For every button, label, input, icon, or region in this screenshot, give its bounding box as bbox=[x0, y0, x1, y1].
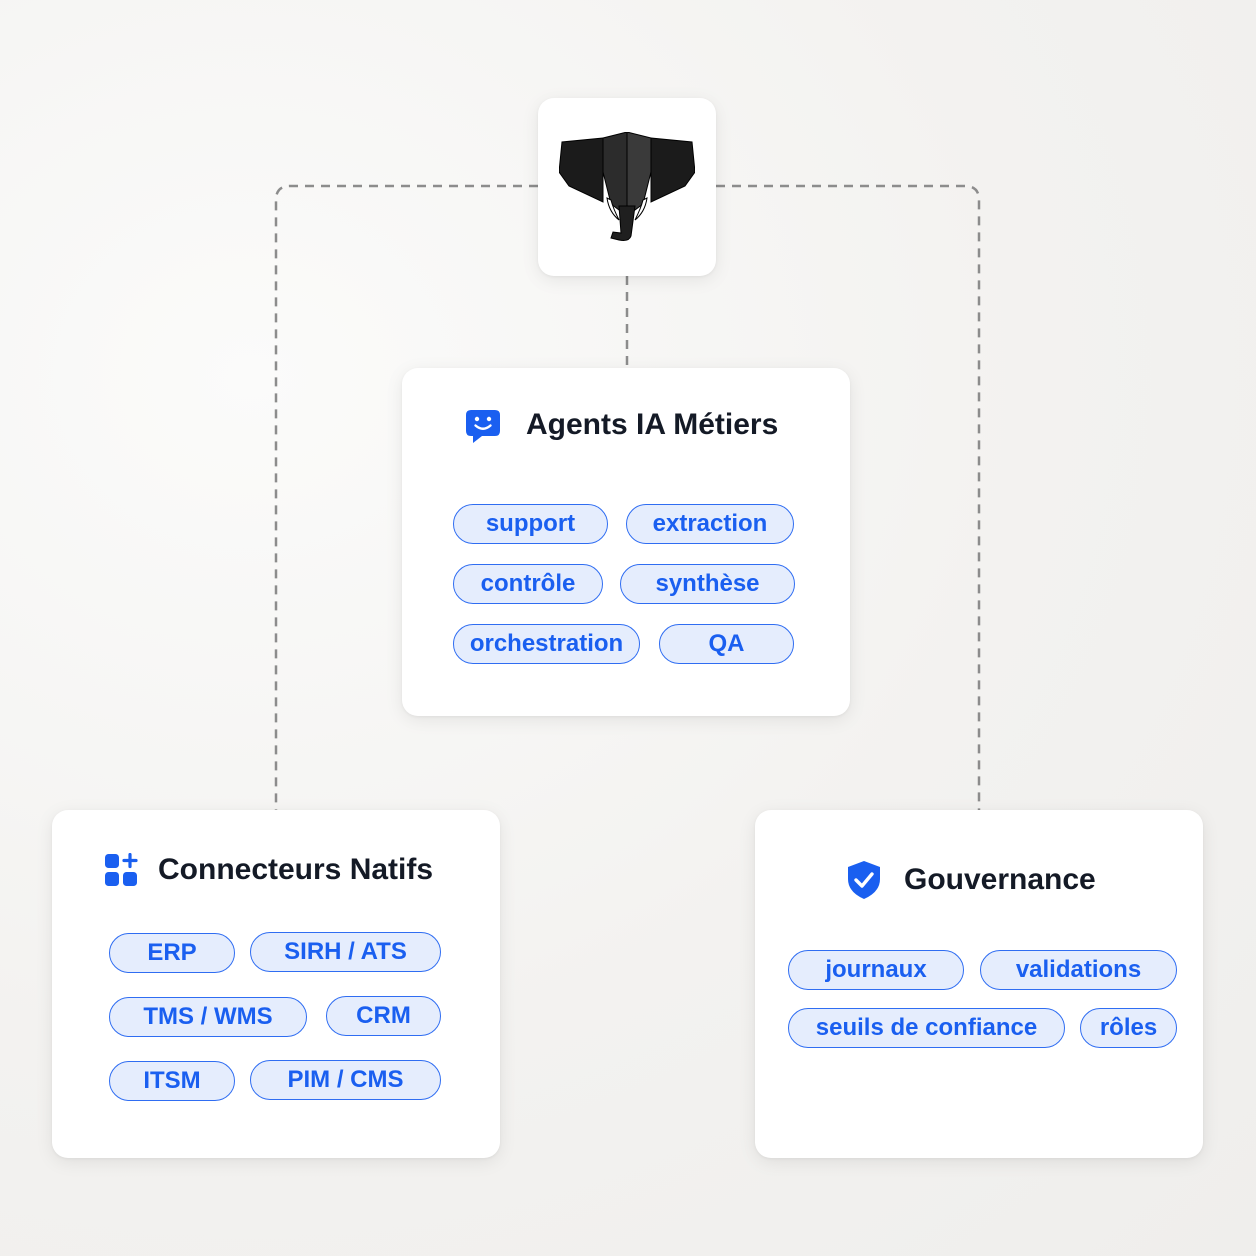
elephant-head-icon bbox=[559, 132, 695, 241]
tag-qa: QA bbox=[659, 624, 794, 664]
connector-left bbox=[274, 184, 538, 810]
tag-crm: CRM bbox=[326, 996, 441, 1036]
chat-bot-icon bbox=[466, 410, 500, 443]
connectors-card: Connecteurs Natifs ERP SIRH / ATS TMS / … bbox=[52, 810, 500, 1158]
tag-tms-wms: TMS / WMS bbox=[109, 997, 307, 1037]
tag-seuils-de-confiance: seuils de confiance bbox=[788, 1008, 1065, 1048]
tag-erp: ERP bbox=[109, 933, 235, 973]
tag-support: support bbox=[453, 504, 608, 544]
tag-pim-cms: PIM / CMS bbox=[250, 1060, 441, 1100]
logo-card bbox=[538, 98, 716, 276]
agents-title: Agents IA Métiers bbox=[526, 408, 779, 441]
tag-roles: rôles bbox=[1080, 1008, 1177, 1048]
tag-sirh-ats: SIRH / ATS bbox=[250, 932, 441, 972]
connector-right bbox=[716, 184, 981, 810]
governance-title: Gouvernance bbox=[904, 863, 1096, 896]
tag-controle: contrôle bbox=[453, 564, 603, 604]
governance-card: Gouvernance journaux validations seuils … bbox=[755, 810, 1203, 1158]
tag-journaux: journaux bbox=[788, 950, 964, 990]
tag-synthese: synthèse bbox=[620, 564, 795, 604]
tag-validations: validations bbox=[980, 950, 1177, 990]
tag-orchestration: orchestration bbox=[453, 624, 640, 664]
shield-check-icon bbox=[848, 861, 880, 899]
tag-itsm: ITSM bbox=[109, 1061, 235, 1101]
agents-card: Agents IA Métiers support extraction con… bbox=[402, 368, 850, 716]
connectors-title: Connecteurs Natifs bbox=[158, 853, 434, 886]
tag-extraction: extraction bbox=[626, 504, 794, 544]
apps-add-icon bbox=[105, 853, 138, 886]
